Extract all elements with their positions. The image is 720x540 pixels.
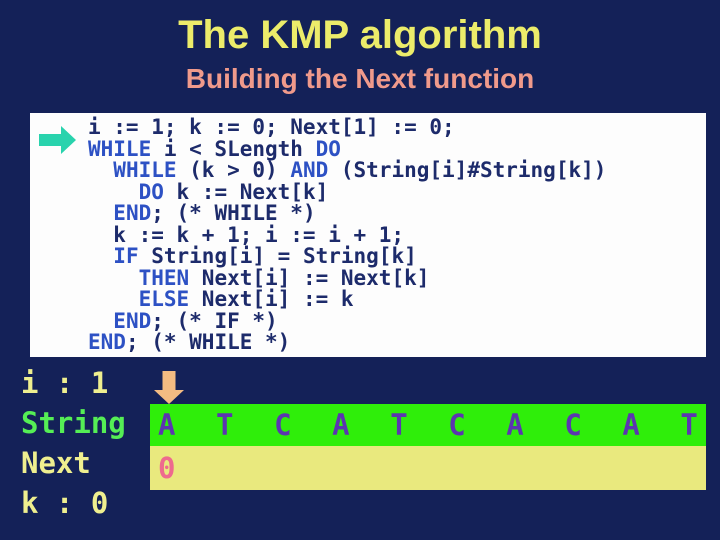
next-array-row: 0	[150, 446, 706, 490]
string-row-label: String	[21, 406, 126, 440]
string-cell: A	[622, 407, 640, 442]
code-line: END; (* IF *)	[113, 308, 278, 333]
code-line: IF String[i] = String[k]	[113, 244, 417, 268]
string-cell: A	[332, 407, 350, 442]
string-cell: A	[158, 407, 176, 442]
next-cell: 0	[158, 450, 176, 485]
next-row-label: Next	[21, 446, 91, 480]
pseudocode-panel: i := 1; k := 0; Next[1] := 0;WHILE i < S…	[30, 113, 706, 357]
pseudocode: i := 1; k := 0; Next[1] := 0;WHILE i < S…	[30, 113, 606, 354]
string-cell: C	[564, 407, 582, 442]
code-line: WHILE (k > 0) AND (String[i]#String[k])	[113, 158, 607, 182]
current-line-arrow-icon	[39, 126, 76, 154]
string-cell: T	[216, 407, 234, 442]
code-line: END; (* WHILE *)	[88, 330, 291, 354]
slide-title: The KMP algorithm	[178, 13, 542, 57]
string-cell: T	[680, 407, 698, 442]
string-cell: A	[506, 407, 524, 442]
string-cell: C	[448, 407, 466, 442]
code-line: ELSE Next[i] := k	[138, 287, 354, 311]
code-line: DO k := Next[k]	[138, 179, 329, 204]
code-line: WHILE i < SLength DO	[88, 136, 341, 161]
code-line: i := 1; k := 0; Next[1] := 0;	[88, 115, 455, 139]
code-line: k := k + 1; i := i + 1;	[88, 222, 405, 247]
string-cell: T	[390, 407, 408, 442]
string-cell: C	[274, 407, 292, 442]
i-value-label: i : 1	[21, 366, 109, 400]
k-value-label: k : 0	[21, 486, 109, 520]
code-line: THEN Next[i] := Next[k]	[138, 265, 430, 290]
position-pointer-arrow-icon	[154, 371, 184, 404]
slide-subtitle: Building the Next function	[185, 63, 535, 94]
code-line: END; (* WHILE *)	[113, 201, 316, 225]
